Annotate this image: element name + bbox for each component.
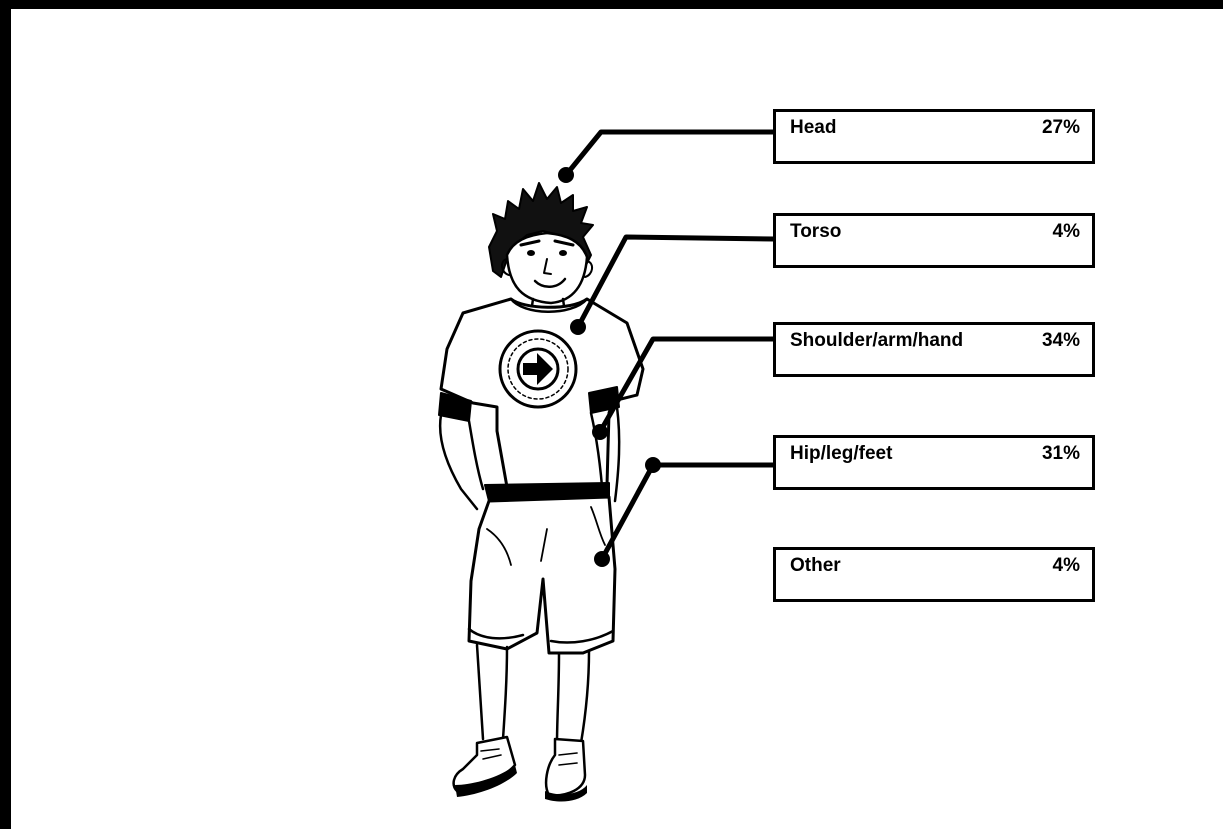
region-percent: 4% (1052, 221, 1080, 242)
shirt-emblem (498, 329, 578, 409)
region-percent: 34% (1041, 330, 1080, 351)
leader-dots (558, 167, 661, 567)
right-arm (613, 405, 621, 503)
body-diagram (438, 129, 775, 802)
label-box-other: Other 4% (773, 547, 1095, 602)
region-label: Shoulder/arm/hand (790, 330, 964, 351)
region-label: Other (790, 555, 841, 576)
left-leg (475, 643, 509, 741)
leader-dot-torso (570, 319, 586, 335)
region-percent: 4% (1052, 555, 1080, 576)
leader-dot-head (558, 167, 574, 183)
region-label: Torso (790, 221, 842, 242)
leader-line-torso (575, 234, 775, 329)
right-sleeve-band (588, 386, 620, 414)
leader-dot-hip-end (645, 457, 661, 473)
person-illustration (438, 182, 645, 802)
region-percent: 31% (1041, 443, 1080, 464)
hair (488, 182, 594, 278)
region-percent: 27% (1041, 117, 1080, 138)
region-label: Head (790, 117, 837, 138)
right-shoe (544, 737, 587, 797)
shorts (467, 495, 617, 655)
leader-dot-hip (594, 551, 610, 567)
leader-line-head (564, 129, 774, 177)
leader-line-hip (599, 462, 774, 561)
region-label: Hip/leg/feet (790, 443, 893, 464)
arrow-icon (523, 353, 553, 385)
face (505, 231, 589, 305)
label-box-head: Head 27% (773, 109, 1095, 164)
right-leg (555, 649, 591, 745)
label-box-torso: Torso 4% (773, 213, 1095, 268)
label-box-shoulder-arm-hand: Shoulder/arm/hand 34% (773, 322, 1095, 377)
leader-line-shoulder (597, 336, 774, 434)
label-box-hip-leg-feet: Hip/leg/feet 31% (773, 435, 1095, 490)
leader-dot-shoulder (592, 424, 608, 440)
left-arm (438, 413, 479, 511)
figure-canvas: Head 27% Torso 4% Shoulder/arm/hand 34% … (11, 9, 1223, 829)
